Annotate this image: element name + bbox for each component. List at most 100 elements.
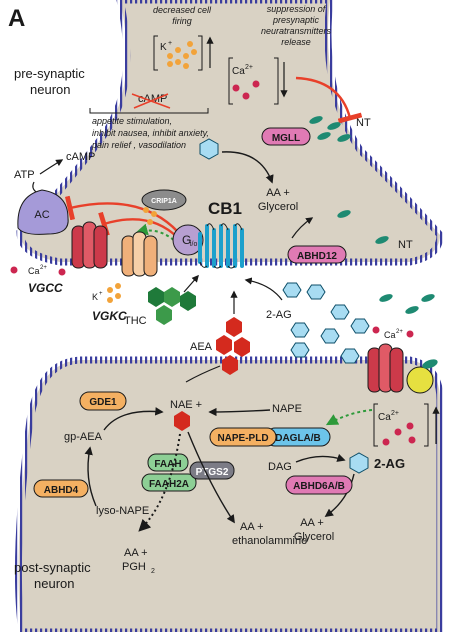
gp-aea-label: gp-AEA: [64, 431, 103, 443]
panel-letter: A: [8, 5, 25, 32]
nt-cluster-top: [309, 116, 351, 142]
lyso-nape-to-gp-aea-arrow: [84, 446, 97, 507]
two-ag-post-label: 2-AG: [374, 456, 405, 471]
thc-binding-arrow: [183, 274, 199, 293]
postsynaptic-channel: [367, 343, 404, 393]
nt-label-top: NT: [356, 117, 371, 129]
two-ag-degradation-arrow: [324, 473, 355, 517]
faah-degradation-arrow: [187, 431, 235, 524]
k-ion-cluster-outside: [107, 283, 121, 303]
gde1-enzyme: [79, 391, 127, 411]
k-ion-cluster-top: [167, 41, 197, 69]
k-ion-charge-vgkc: +: [99, 291, 103, 297]
thc-molecules: [148, 287, 196, 325]
aa-glycerol-pre-line1: AA +: [266, 187, 290, 199]
gde1-label: GDE1: [89, 397, 117, 408]
presynaptic-label-line1: pre-synaptic: [14, 66, 85, 81]
k-ion: [187, 41, 193, 47]
gio-inhibits-ac: [64, 195, 179, 233]
k-ion: [183, 63, 189, 69]
vgkc-label: VGKC: [92, 309, 127, 323]
k-ion: [191, 49, 197, 55]
nt-vesicle: [421, 294, 435, 302]
vgcc-label: VGCC: [28, 281, 63, 295]
two-ag-molecule: [350, 318, 370, 334]
aa-ethanol-line1: AA +: [240, 521, 264, 533]
effects-line1: appetite stimulation,: [92, 116, 172, 126]
ca-ion: [242, 92, 250, 100]
nt-vesicle: [327, 122, 341, 130]
dag-label: DAG: [268, 461, 292, 473]
effects-bracket: [89, 108, 209, 114]
abhd4-enzyme: [33, 479, 89, 498]
nape-pld-label: NAPE-PLD: [217, 433, 268, 444]
effects-line3: pain relief , vasodilation: [91, 140, 186, 150]
camp-top-label: cAMP: [138, 93, 167, 105]
postsynaptic-neuron-body: [14, 356, 444, 632]
ca-ion: [382, 438, 390, 446]
k-ion: [167, 53, 173, 59]
ca-ion: [394, 428, 402, 436]
dagla-label: DAGLA/B: [275, 433, 321, 444]
nt-vesicle: [309, 116, 323, 124]
effects-line2: inhibit nausea, inhibit anxiety,: [92, 128, 209, 138]
nt-vesicle: [405, 306, 419, 314]
presynaptic-label-line2: neuron: [30, 82, 70, 97]
mgll-label: MGLL: [272, 133, 300, 144]
ca-ion: [406, 330, 414, 338]
aea-label: AEA: [190, 341, 213, 353]
postsynaptic-label-line1: post-synaptic: [14, 560, 91, 575]
ac-label: AC: [34, 209, 49, 221]
two-ag-molecule: [290, 322, 310, 338]
note-firing-line2: firing: [172, 16, 192, 26]
faah-label: FAAH: [154, 459, 181, 470]
thc-label: THC: [124, 315, 147, 327]
presynaptic-neuron-body: [16, 0, 444, 266]
ptgs2-enzyme: [189, 461, 235, 480]
gp-aea-to-nae-arrow: [103, 407, 164, 431]
mgll-reaction-arrow: [221, 151, 274, 184]
two-ag-molecule: [290, 342, 310, 358]
ca-ion-bracket-post: Ca 2+: [373, 403, 440, 447]
ca-ion-charge-post-top: 2+: [396, 329, 403, 335]
vgcc-channel: [71, 221, 108, 269]
k-ion: [175, 59, 181, 65]
two-ag-molecule: [306, 284, 326, 300]
ca-ion-bracket-top: Ca 2+: [228, 57, 288, 105]
crip1a-protein: [141, 189, 187, 211]
nape-to-nae-arrow: [208, 407, 271, 417]
nt-vesicle: [375, 236, 389, 244]
ca-ion: [372, 326, 380, 334]
aea-molecules: [216, 317, 250, 375]
ca-ion-symbol-post-top: Ca: [384, 330, 396, 340]
k-ion-cluster-channel: [143, 207, 157, 225]
two-ag-molecule: [330, 304, 350, 320]
camp-label: cAMP: [66, 151, 95, 163]
ca-ion: [252, 80, 260, 88]
nt-vesicle: [422, 359, 438, 369]
ca-ion-symbol-vgcc: Ca: [28, 266, 40, 276]
nape-pld-enzyme: [209, 427, 277, 447]
k-ion-symbol: K: [160, 42, 167, 53]
abhd6-label: ABHD6A/B: [293, 481, 345, 492]
aa-glycerol-post-line2: Glycerol: [294, 531, 334, 543]
ptgs2-label: PTGS2: [196, 467, 229, 478]
two-ag-molecule: [349, 452, 369, 474]
cb1-receptor: [198, 223, 244, 269]
atp-conversion-arrow: [39, 159, 64, 175]
ca-ion: [10, 266, 18, 274]
k-ion: [175, 47, 181, 53]
two-ag-molecule: [320, 328, 340, 344]
aea-release-link: [185, 365, 221, 383]
two-ag-cluster-cleft: [282, 282, 370, 364]
faah-enzyme: [147, 453, 189, 472]
abhd4-label: ABHD4: [44, 485, 79, 496]
nt-release-inhibition: [295, 76, 363, 124]
receptor-blob: [406, 366, 434, 394]
crip1a-label: CRIP1A: [151, 198, 177, 205]
camp-cross-mark: [131, 93, 171, 109]
aa-pgh2-line1: AA +: [124, 547, 148, 559]
gio-label: G: [182, 233, 191, 247]
